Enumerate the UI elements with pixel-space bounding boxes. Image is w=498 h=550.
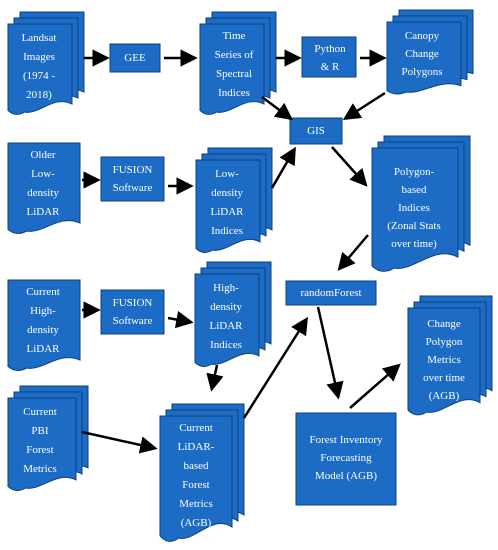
current-pbi-metrics-node [7, 397, 77, 491]
landsat-images-node [7, 23, 73, 115]
arrow-lidar-metrics-to-random-forest [242, 316, 309, 419]
arrow-model-to-change-metrics [349, 363, 401, 409]
current-lidar-node [7, 279, 81, 371]
arrow-polygon-indices-to-random-forest [337, 234, 369, 271]
arrow-random-forest-to-model [316, 306, 344, 400]
change-polygon-metrics-node [407, 307, 481, 416]
random-forest-node [285, 280, 377, 306]
low-density-indices-node [195, 159, 261, 253]
high-density-indices-node [194, 273, 260, 367]
gis-node [289, 117, 343, 145]
arrow-low-density-to-gis [270, 146, 296, 189]
fusion-software-1-node [100, 156, 165, 202]
arrow-time-series-to-gis [261, 96, 293, 121]
canopy-change-polygons-node [386, 21, 462, 95]
forest-inventory-model-node [295, 412, 397, 506]
polygon-based-indices-node [371, 147, 459, 272]
arrow-fusion-2-to-high-density [167, 310, 194, 329]
arrow-high-density-to-lidar-metrics [206, 364, 224, 392]
gee-node [109, 43, 161, 73]
current-lidar-metrics-node [159, 415, 233, 542]
time-series-node [199, 23, 265, 115]
arrow-pbi-to-lidar-metrics [81, 430, 158, 454]
arrow-gis-to-polygon-indices [331, 146, 368, 187]
fusion-software-2-node [100, 289, 165, 335]
arrow-canopy-to-gis [342, 91, 386, 121]
older-lidar-node [7, 142, 81, 234]
python-r-node [301, 36, 357, 78]
